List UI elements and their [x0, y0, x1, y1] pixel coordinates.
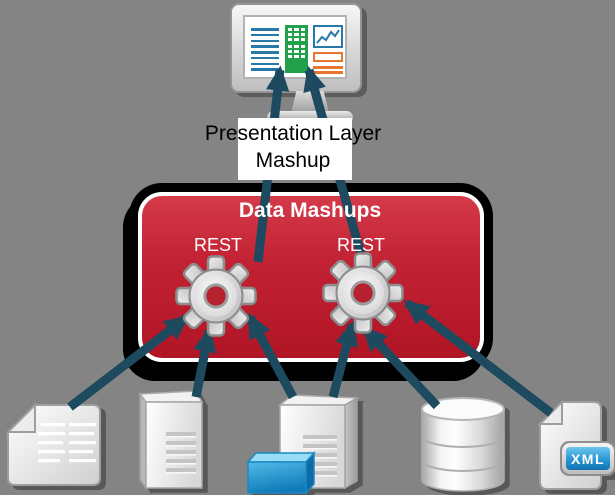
document-file-icon [5, 402, 101, 486]
arrow [361, 325, 441, 410]
summary-block-icon [313, 52, 343, 62]
xml-file-icon: XML [538, 399, 615, 490]
spreadsheet-block-icon [285, 25, 308, 73]
presentation-label: Presentation Layer Mashup [205, 120, 381, 174]
arrow [246, 313, 297, 400]
presentation-label-box [238, 118, 352, 180]
rest-gear-2-icon [322, 252, 404, 334]
text-lines-block-icon [251, 28, 279, 71]
arrow [328, 320, 359, 399]
xml-badge-label: XML [571, 451, 605, 467]
rest-gear-1-icon [175, 255, 257, 337]
monitor [230, 3, 362, 93]
arrow [191, 326, 217, 398]
line-chart-block-icon [313, 25, 343, 48]
blue-cube-icon [246, 451, 316, 495]
rest-label-2: REST [336, 235, 385, 255]
summary-bar-icon [313, 71, 343, 74]
summary-bar-icon [313, 66, 343, 69]
monitor-screen [243, 15, 347, 79]
application-component-icon [246, 394, 360, 495]
database-icon [421, 397, 505, 492]
arrow [67, 314, 190, 411]
xml-badge: XML [560, 441, 615, 476]
data-mashups-title: Data Mashups [238, 199, 382, 222]
arrow [403, 299, 554, 417]
presentation-label-line2: Mashup [255, 149, 331, 172]
presentation-label-line1: Presentation Layer [204, 122, 382, 145]
rest-label-1: REST [193, 235, 242, 255]
